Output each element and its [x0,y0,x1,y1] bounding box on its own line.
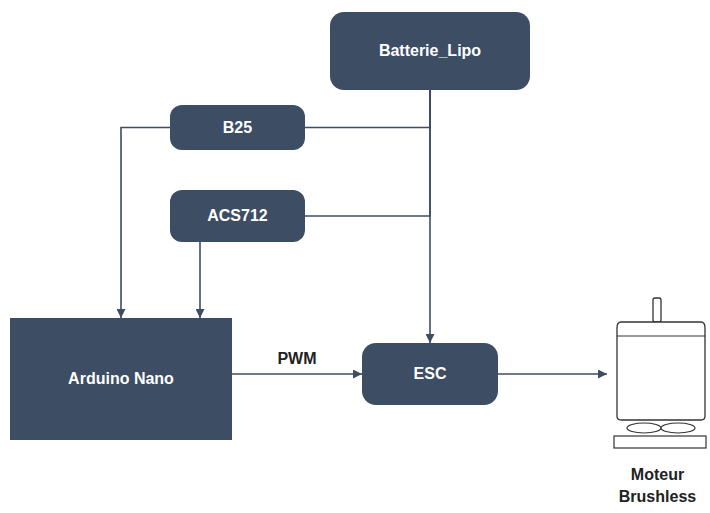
signal-label: PWM [275,349,318,369]
node-label: Moteur Brushless [605,464,710,510]
power-source-box: Batterie_Lipo [330,12,530,90]
node-label: ESC [414,364,447,384]
sensor-box: B25 [170,105,305,150]
connector-arrow [121,128,170,319]
node-label: B25 [223,118,252,138]
motor-body-line [617,336,705,337]
node-label: Batterie_Lipo [379,41,481,61]
motor-body [617,322,705,420]
connector-arrow [498,373,607,375]
motor-shaft [653,298,661,322]
motor-base [614,436,706,448]
process-box: ESC [362,343,498,405]
controller-box: Arduino Nano [10,318,232,440]
node-label: ACS712 [207,206,267,226]
connector-arrow [305,90,430,128]
sensor-box: ACS712 [170,190,305,242]
motor-node: Moteur Brushless [605,295,710,510]
node-label: Arduino Nano [68,369,174,389]
connector-arrow [232,373,362,375]
propeller-blade [661,423,695,433]
connector-arrow [305,90,430,216]
connector-arrow [199,242,201,318]
propeller-blade [627,423,661,433]
